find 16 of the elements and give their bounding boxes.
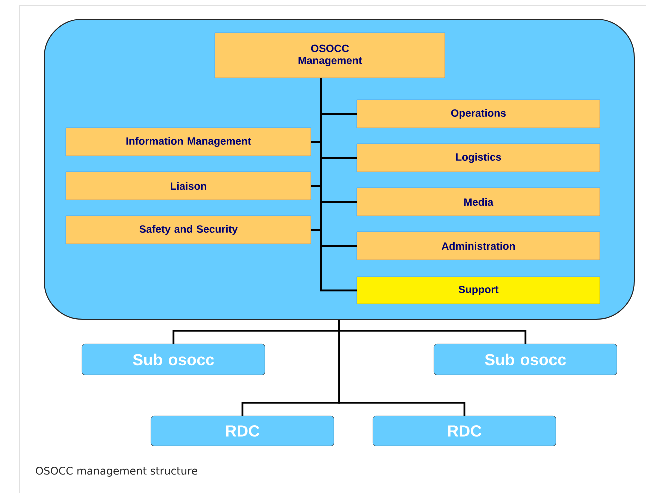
- unit-box: Logistics: [357, 144, 600, 172]
- office-box: RDC: [373, 416, 556, 446]
- unit-box: Safety and Security: [66, 216, 312, 244]
- unit-box: OSOCC Management: [215, 33, 446, 78]
- connector-line: [338, 320, 466, 416]
- caption: OSOCC management structure: [36, 467, 198, 477]
- unit-box: Liaison: [66, 172, 312, 200]
- office-box: Sub osocc: [434, 344, 618, 376]
- office-box: RDC: [151, 416, 334, 446]
- unit-box: Operations: [357, 100, 600, 128]
- unit-box: Support: [357, 277, 600, 304]
- unit-box: Media: [357, 188, 600, 216]
- unit-box: Administration: [357, 232, 600, 260]
- connector-line: [320, 78, 357, 292]
- office-box: Sub osocc: [82, 344, 266, 376]
- unit-box: Information Management: [66, 128, 312, 156]
